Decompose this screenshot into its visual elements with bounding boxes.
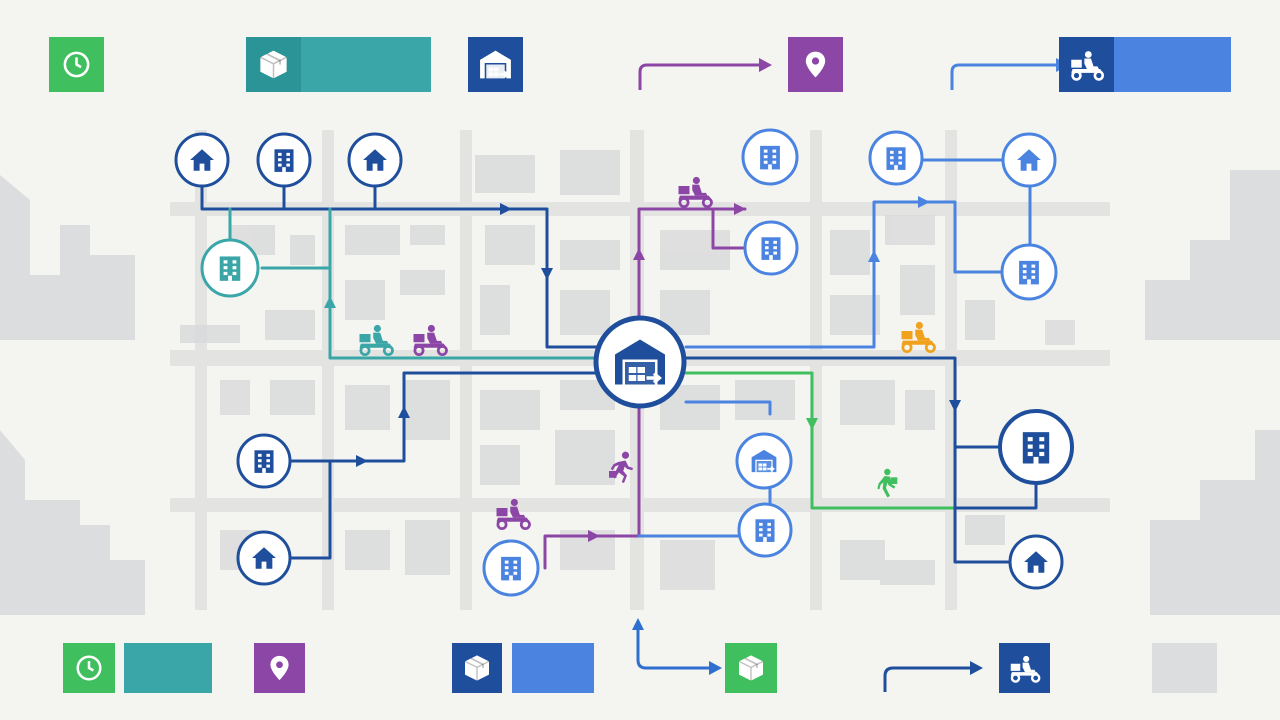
arrowhead <box>918 196 930 208</box>
node-house-2[interactable] <box>347 132 403 188</box>
route-navy-top <box>200 184 602 349</box>
node-office-4[interactable] <box>741 128 799 186</box>
route-purple-top <box>637 207 747 332</box>
building-icon <box>1022 432 1050 464</box>
arrow-icon <box>759 58 772 72</box>
skyline-right <box>1145 170 1280 615</box>
route-blue-right <box>637 158 1032 538</box>
node-office-5[interactable] <box>743 220 799 276</box>
node-office-8[interactable] <box>737 502 793 558</box>
arrowhead <box>324 296 336 308</box>
legend-package[interactable] <box>246 37 431 92</box>
arrowhead <box>633 248 645 260</box>
building-icon <box>1019 260 1039 285</box>
arrowhead <box>356 455 368 467</box>
walking-courier-icon <box>877 468 898 498</box>
node-office-10[interactable] <box>998 409 1074 485</box>
route-green-right <box>684 371 957 510</box>
node-house-3[interactable] <box>236 530 292 586</box>
destination-nodes <box>174 128 1074 597</box>
legend-arrow-navy <box>883 666 975 692</box>
arrowhead <box>500 203 512 215</box>
legend-warehouse[interactable] <box>468 37 523 92</box>
city-blocks <box>180 150 1075 590</box>
legend-bar <box>1114 37 1231 92</box>
legend-placeholder <box>1152 643 1217 693</box>
legend-bar <box>301 37 431 92</box>
central-hub[interactable] <box>593 315 687 409</box>
node-warehouse-2[interactable] <box>735 432 793 490</box>
node-house-4[interactable] <box>1001 132 1057 188</box>
arrowhead <box>734 203 746 215</box>
building-icon <box>219 256 241 281</box>
legend-arrow-up <box>636 628 715 670</box>
legend-top <box>49 37 1231 92</box>
node-office-3[interactable] <box>236 433 292 489</box>
node-office-2[interactable] <box>200 238 260 298</box>
arrow-icon <box>709 661 722 675</box>
legend-bar <box>512 643 594 693</box>
building-icon <box>755 519 775 542</box>
node-office-9[interactable] <box>482 539 540 597</box>
arrow-icon <box>970 661 983 675</box>
legend-package[interactable] <box>452 643 502 693</box>
building-icon <box>760 145 780 170</box>
legend-bar <box>124 643 212 693</box>
node-office-7[interactable] <box>1000 243 1058 301</box>
node-office-6[interactable] <box>868 130 924 186</box>
arrowhead <box>868 250 880 262</box>
arrow-icon <box>632 618 644 630</box>
arrowhead <box>949 400 961 412</box>
legend-scooter[interactable] <box>999 643 1050 693</box>
scooter-courier-icon <box>900 320 936 353</box>
arrowhead <box>398 406 410 418</box>
building-icon <box>886 147 906 170</box>
skyline-left <box>0 175 145 615</box>
legend-clock[interactable] <box>49 37 104 92</box>
arrowhead <box>588 530 600 542</box>
legend-location-pin[interactable] <box>254 643 305 693</box>
building-icon <box>274 149 294 172</box>
legend-arrow-blue <box>950 63 1062 90</box>
legend-package-green[interactable] <box>725 643 777 693</box>
legend-location-pin[interactable] <box>788 37 843 92</box>
legend-bottom <box>63 618 1217 693</box>
node-house-1[interactable] <box>174 132 230 188</box>
legend-arrow-purple <box>638 63 765 90</box>
legend-clock[interactable] <box>63 643 115 693</box>
building-icon <box>501 556 521 581</box>
legend-scooter[interactable] <box>1059 37 1231 92</box>
route-arrowheads <box>324 196 961 542</box>
arrowhead <box>541 268 553 280</box>
building-icon <box>254 450 274 473</box>
node-office-1[interactable] <box>256 132 312 188</box>
node-house-5[interactable] <box>1008 534 1064 590</box>
building-icon <box>761 237 781 260</box>
arrowhead <box>806 418 818 430</box>
